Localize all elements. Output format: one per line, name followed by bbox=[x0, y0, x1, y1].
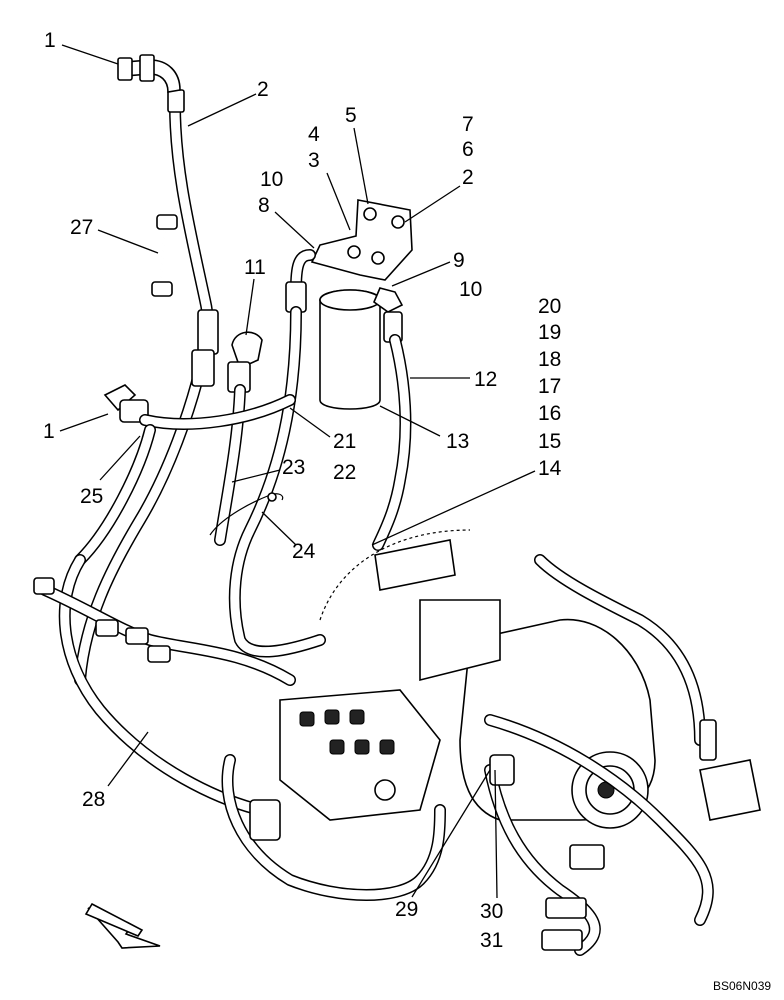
callout-10: 10 bbox=[260, 168, 283, 191]
callout-6: 6 bbox=[462, 138, 474, 161]
callout-24: 24 bbox=[292, 540, 316, 563]
valve-block bbox=[279, 689, 441, 821]
hose-28 bbox=[33, 554, 296, 816]
lower-hoses bbox=[221, 554, 761, 956]
callout-3: 3 bbox=[308, 149, 320, 172]
callout-15: 15 bbox=[538, 430, 561, 453]
callout-22: 22 bbox=[333, 461, 356, 484]
callout-13: 13 bbox=[446, 430, 469, 453]
drawing-code: BS06N039 bbox=[713, 979, 771, 993]
hose-12 bbox=[372, 334, 412, 551]
leader-lines bbox=[59, 44, 536, 899]
callout-10: 10 bbox=[459, 278, 482, 301]
callout-2: 2 bbox=[462, 166, 474, 189]
callout-12: 12 bbox=[474, 368, 497, 391]
callout-14: 14 bbox=[538, 457, 562, 480]
callout-7: 7 bbox=[462, 113, 474, 136]
elbow-11 bbox=[214, 331, 263, 546]
callout-27: 27 bbox=[70, 216, 93, 239]
callout-1: 1 bbox=[43, 420, 55, 443]
callout-23: 23 bbox=[282, 456, 305, 479]
callout-11: 11 bbox=[244, 256, 266, 279]
hose-8 bbox=[228, 249, 326, 658]
callout-17: 17 bbox=[538, 375, 561, 398]
callout-31: 31 bbox=[480, 929, 503, 952]
clamp-24 bbox=[209, 492, 284, 536]
callout-5: 5 bbox=[345, 104, 357, 127]
callout-18: 18 bbox=[538, 348, 561, 371]
filter-assembly bbox=[310, 199, 413, 410]
callout-29: 29 bbox=[395, 898, 418, 921]
direction-arrow bbox=[84, 902, 161, 949]
callout-1: 1 bbox=[44, 29, 56, 52]
hose-assembly-2 bbox=[74, 54, 219, 686]
callout-9: 9 bbox=[453, 249, 465, 272]
link-27 bbox=[151, 214, 178, 297]
callout-28: 28 bbox=[82, 788, 105, 811]
hose-21 bbox=[74, 384, 296, 566]
callout-16: 16 bbox=[538, 402, 561, 425]
callout-4: 4 bbox=[308, 123, 320, 146]
callout-25: 25 bbox=[80, 485, 103, 508]
callouts: 1 2 27 4 5 3 10 8 7 6 2 11 9 10 20 19 18… bbox=[43, 29, 562, 952]
callout-21: 21 bbox=[333, 430, 356, 453]
callout-30: 30 bbox=[480, 900, 503, 923]
callout-19: 19 bbox=[538, 321, 561, 344]
callout-8: 8 bbox=[258, 194, 270, 217]
callout-20: 20 bbox=[538, 295, 561, 318]
callout-2: 2 bbox=[257, 78, 269, 101]
